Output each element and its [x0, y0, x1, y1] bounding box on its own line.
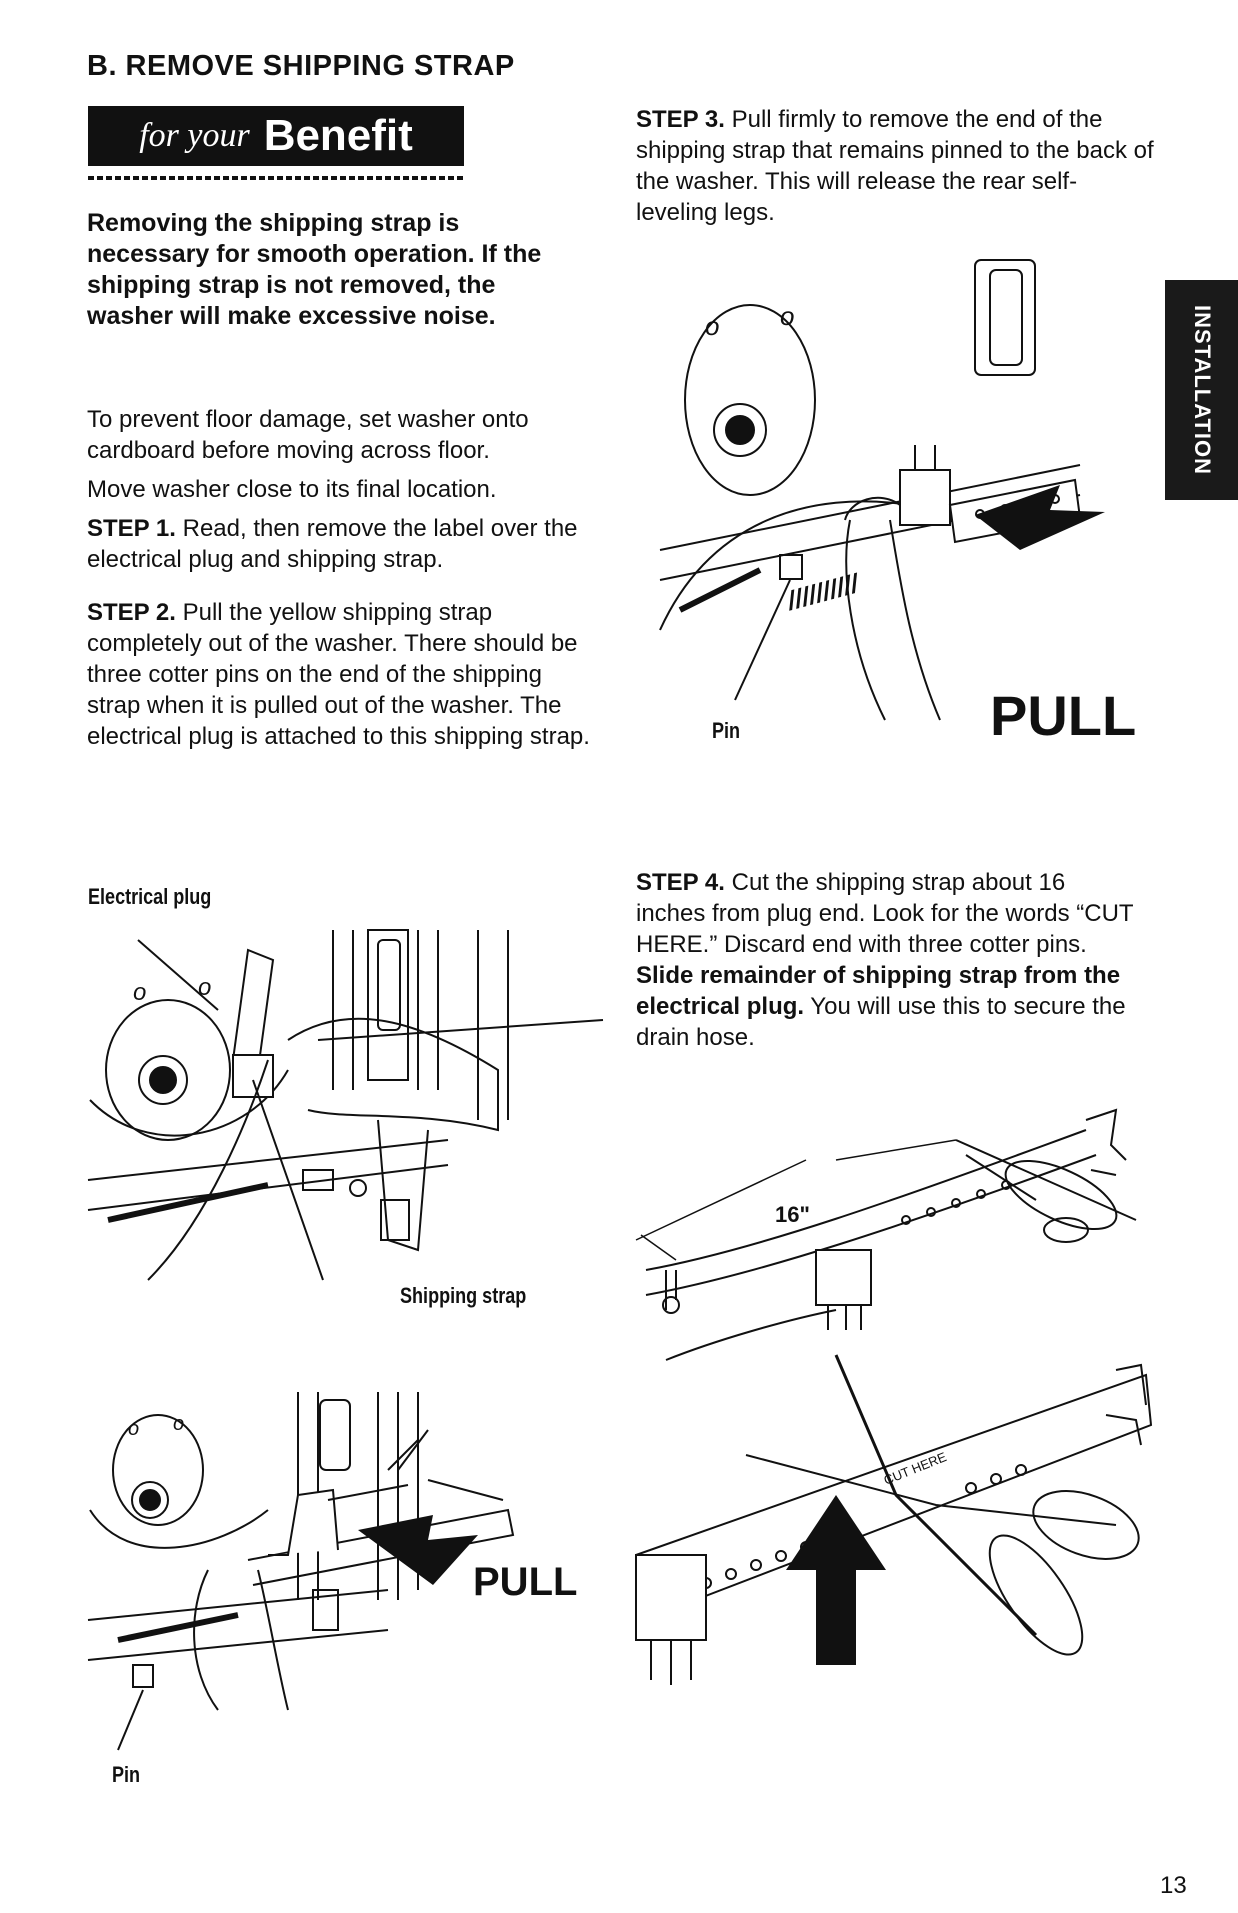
electrical-plug-pointer	[138, 940, 218, 1010]
hand-icon	[194, 1570, 288, 1710]
pull-label-top: PULL	[990, 684, 1137, 747]
step-3-label: STEP 3.	[636, 106, 725, 133]
rear-panel-bulge	[685, 305, 815, 495]
electrical-plug-icon	[268, 1490, 338, 1555]
step-1-paragraph: STEP 1. Read, then remove the label over…	[87, 513, 617, 575]
step-4-cut-illustration: CUT HERE	[636, 1345, 1156, 1690]
pin-label-top: Pin	[712, 718, 741, 743]
shipping-strap	[646, 1130, 1086, 1270]
spring	[118, 1615, 238, 1640]
installation-side-tab: INSTALLATION	[1165, 280, 1238, 500]
for-your-benefit-banner: for your Benefit	[88, 106, 464, 166]
rear-panel-bulge	[106, 1000, 230, 1140]
sixteen-inch-label: 16"	[775, 1202, 810, 1227]
floor-damage-paragraph: To prevent floor damage, set washer onto…	[87, 406, 529, 464]
svg-text:o: o	[128, 1418, 139, 1440]
svg-text:o: o	[173, 1413, 184, 1435]
step-1-label: STEP 1.	[87, 515, 176, 542]
shipping-strap-pointer	[253, 1080, 323, 1280]
shipping-strap	[636, 1375, 1151, 1615]
screw-icon	[150, 1067, 176, 1093]
screw-icon	[726, 416, 754, 444]
page-number: 13	[1160, 1872, 1187, 1899]
pin-icon	[303, 1170, 333, 1190]
electrical-plug-icon	[816, 1250, 871, 1305]
rear-leg-bracket	[320, 1400, 350, 1470]
pull-arrow-icon	[358, 1515, 478, 1585]
benefit-banner-benefit: Benefit	[263, 111, 413, 160]
pin-label-bottom: Pin	[112, 1762, 141, 1787]
pull-arrow-icon	[975, 485, 1105, 550]
pin-icon	[780, 555, 802, 579]
move-washer-paragraph: Move washer close to its final location.	[87, 476, 497, 503]
step-2-illustration: o o	[88, 920, 608, 1300]
pull-label-bottom: PULL	[473, 1560, 578, 1604]
bolt-icon	[666, 1270, 676, 1310]
dimension-line	[636, 1160, 806, 1240]
spring	[680, 570, 760, 610]
step-3-illustration: o o //////////	[650, 250, 1105, 780]
screw-icon	[140, 1490, 160, 1510]
scissors-icon	[956, 1140, 1136, 1220]
step-2-paragraph: STEP 2. Pull the yellow shipping strap c…	[87, 597, 597, 752]
svg-text:o: o	[780, 301, 794, 331]
hand-icon	[846, 520, 940, 720]
step-2-text: Pull the yellow shipping strap completel…	[87, 599, 590, 750]
step-3-paragraph: STEP 3. Pull firmly to remove the end of…	[636, 104, 1156, 228]
cut-here-strap-label: CUT HERE	[882, 1449, 949, 1488]
step-4-paragraph: STEP 4. Cut the shipping strap about 16 …	[636, 867, 1136, 1053]
step-2-label: STEP 2.	[87, 599, 176, 626]
step-4-text: Cut the shipping strap about 16 inches f…	[636, 869, 1134, 958]
step-2-pull-illustration: o o	[88, 1390, 608, 1740]
shipping-strap-label: Shipping strap	[400, 1283, 527, 1308]
section-heading: B. REMOVE SHIPPING STRAP	[87, 50, 515, 82]
step-4-measure-illustration	[636, 1100, 1156, 1360]
rear-panel-bulge	[113, 1415, 203, 1525]
installation-side-tab-label: INSTALLATION	[1189, 304, 1215, 476]
benefit-text: Removing the shipping strap is necessary…	[87, 209, 542, 330]
benefit-banner-for-your: for your	[139, 117, 250, 154]
svg-text:o: o	[705, 311, 719, 341]
hand-icon	[288, 1019, 498, 1130]
cord	[148, 1060, 268, 1280]
step-4-bold-text: Slide remainder of shipping strap from t…	[636, 962, 1121, 1020]
spring	[108, 1185, 268, 1220]
step-4-text-end: You will use this to secure the drain ho…	[636, 993, 1126, 1051]
svg-text:o: o	[133, 979, 146, 1006]
scissors-icon	[836, 1355, 1036, 1635]
spring-label: //////////	[783, 567, 864, 616]
benefit-banner-rule	[88, 176, 464, 180]
up-arrow-icon	[786, 1495, 886, 1665]
step-4-label: STEP 4.	[636, 869, 725, 896]
electrical-plug-icon	[636, 1555, 706, 1640]
rear-leg-bracket	[368, 930, 408, 1080]
svg-text:o: o	[198, 974, 211, 1001]
electrical-plug-icon	[900, 470, 950, 525]
shipping-strap	[233, 950, 273, 1070]
pin-icon	[133, 1665, 153, 1687]
electrical-plug-label: Electrical plug	[88, 884, 212, 909]
step-1-text: Read, then remove the label over the ele…	[87, 515, 578, 573]
rear-leg-bracket	[975, 260, 1035, 375]
step-3-text: Pull firmly to remove the end of the shi…	[636, 106, 1154, 226]
